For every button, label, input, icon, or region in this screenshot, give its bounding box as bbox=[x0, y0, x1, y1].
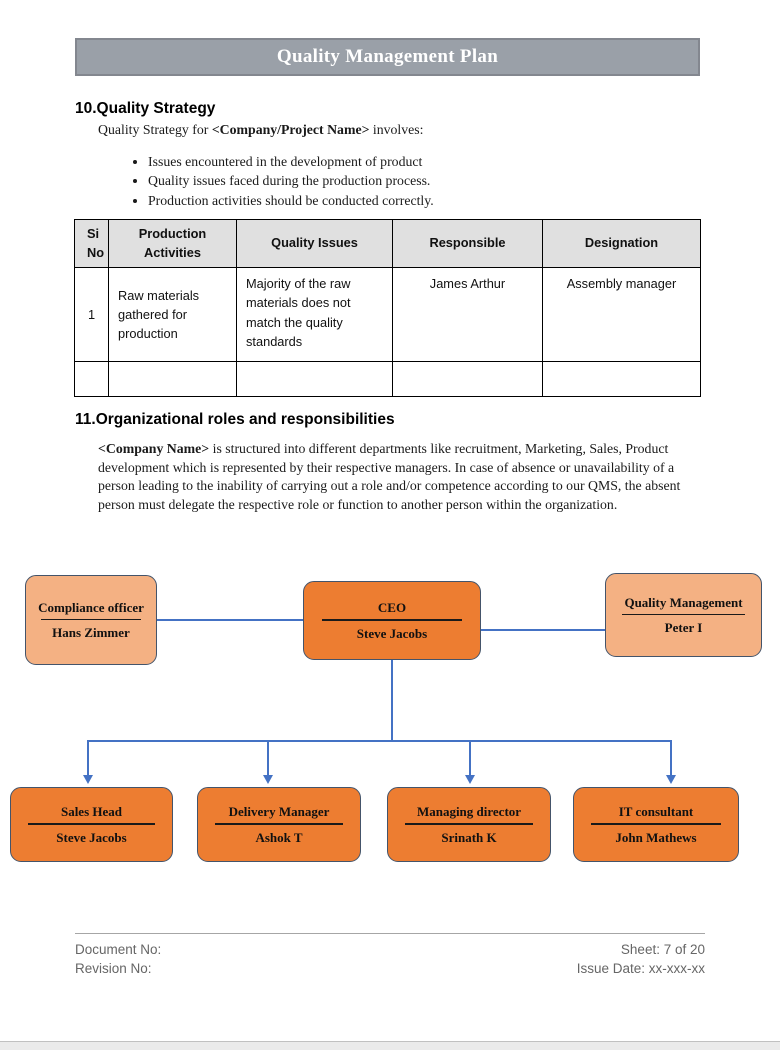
table-header-cell: Si No bbox=[74, 219, 109, 268]
table-cell bbox=[392, 361, 543, 397]
connector-line bbox=[157, 619, 303, 621]
table-cell: 1 bbox=[74, 267, 109, 362]
divider bbox=[40, 618, 142, 621]
org-box-title: Compliance officer bbox=[38, 599, 144, 615]
org-box-title: CEO bbox=[377, 600, 407, 616]
title-banner: Quality Management Plan bbox=[75, 38, 700, 76]
intro-prefix: Quality Strategy for bbox=[98, 122, 212, 137]
org-box-managing-director: Managing director Srinath K bbox=[387, 787, 551, 862]
org-box-compliance-officer: Compliance officer Hans Zimmer bbox=[25, 575, 157, 665]
org-box-name: Steve Jacobs bbox=[56, 829, 127, 845]
quality-issues-table: Si No Production Activities Quality Issu… bbox=[74, 219, 701, 397]
divider bbox=[590, 823, 722, 825]
table-cell: Assembly manager bbox=[542, 267, 701, 362]
org-box-name: John Mathews bbox=[615, 829, 697, 845]
bullet-item: Quality issues faced during the producti… bbox=[148, 171, 434, 190]
footer-sheet: Sheet: 7 of 20 bbox=[620, 942, 705, 957]
org-box-delivery-manager: Delivery Manager Ashok T bbox=[197, 787, 361, 862]
org-box-title: Delivery Manager bbox=[228, 804, 330, 820]
table-cell: James Arthur bbox=[392, 267, 543, 362]
divider bbox=[214, 823, 344, 825]
org-box-name: Ashok T bbox=[255, 829, 303, 845]
bullet-item: Issues encountered in the development of… bbox=[148, 152, 434, 171]
footer-revision-no: Revision No: bbox=[75, 961, 152, 976]
divider bbox=[404, 823, 534, 825]
org-box-title: Quality Management bbox=[624, 594, 743, 610]
divider bbox=[622, 613, 745, 616]
org-box-sales-head: Sales Head Steve Jacobs bbox=[10, 787, 173, 862]
table-cell bbox=[74, 361, 109, 397]
org-box-it-consultant: IT consultant John Mathews bbox=[573, 787, 739, 862]
org-box-name: Srinath K bbox=[441, 829, 497, 845]
connector-line bbox=[670, 740, 672, 776]
table-header-cell: Quality Issues bbox=[236, 219, 393, 268]
table-cell bbox=[236, 361, 393, 397]
org-box-ceo: CEO Steve Jacobs bbox=[303, 581, 481, 660]
divider bbox=[27, 823, 156, 825]
connector-line bbox=[267, 740, 269, 776]
table-header-cell: Designation bbox=[542, 219, 701, 268]
connector-line bbox=[481, 629, 605, 631]
footer-issue-date: Issue Date: xx-xxx-xx bbox=[576, 961, 705, 976]
table-cell: Majority of the raw materials does not m… bbox=[236, 267, 393, 362]
table-cell bbox=[542, 361, 701, 397]
table-cell: Raw materials gathered for production bbox=[108, 267, 237, 362]
connector-line bbox=[87, 740, 89, 776]
company-project-placeholder: <Company/Project Name> bbox=[211, 122, 370, 137]
org-box-name: Hans Zimmer bbox=[52, 625, 130, 641]
table-header-row: Si No Production Activities Quality Issu… bbox=[74, 219, 701, 268]
section-11-heading: 11.Organizational roles and responsibili… bbox=[75, 411, 395, 428]
page-title: Quality Management Plan bbox=[276, 46, 499, 67]
table-header-cell: Production Activities bbox=[108, 219, 237, 268]
table-header-cell: Responsible bbox=[392, 219, 543, 268]
footer-document-no: Document No: bbox=[75, 942, 162, 957]
paragraph-text: is structured into different departments… bbox=[98, 441, 681, 513]
org-box-name: Peter I bbox=[664, 620, 703, 636]
table-cell bbox=[108, 361, 237, 397]
org-box-name: Steve Jacobs bbox=[356, 625, 428, 641]
org-box-title: Sales Head bbox=[60, 804, 123, 820]
company-name-placeholder: <Company Name> bbox=[98, 441, 210, 456]
table-row bbox=[74, 361, 701, 397]
table-row: 1 Raw materials gathered for production … bbox=[74, 267, 701, 362]
arrow-down-icon bbox=[263, 775, 273, 784]
section-10-intro: Quality Strategy for <Company/Project Na… bbox=[98, 122, 423, 138]
org-box-title: Managing director bbox=[416, 804, 522, 820]
intro-suffix: involves: bbox=[369, 122, 424, 137]
section-11-paragraph: <Company Name> is structured into differ… bbox=[98, 440, 710, 515]
arrow-down-icon bbox=[83, 775, 93, 784]
org-box-title: IT consultant bbox=[618, 804, 694, 820]
connector-line bbox=[469, 740, 471, 776]
bullet-list: Issues encountered in the development of… bbox=[124, 152, 434, 210]
arrow-down-icon bbox=[465, 775, 475, 784]
page-bottom-strip bbox=[0, 1041, 780, 1050]
divider bbox=[321, 619, 463, 621]
connector-line bbox=[87, 740, 672, 742]
section-10-heading: 10.Quality Strategy bbox=[75, 100, 216, 117]
bullet-item: Production activities should be conducte… bbox=[148, 191, 434, 210]
org-box-quality-management: Quality Management Peter I bbox=[605, 573, 762, 657]
arrow-down-icon bbox=[666, 775, 676, 784]
connector-line bbox=[391, 660, 393, 742]
footer-rule bbox=[75, 933, 705, 934]
